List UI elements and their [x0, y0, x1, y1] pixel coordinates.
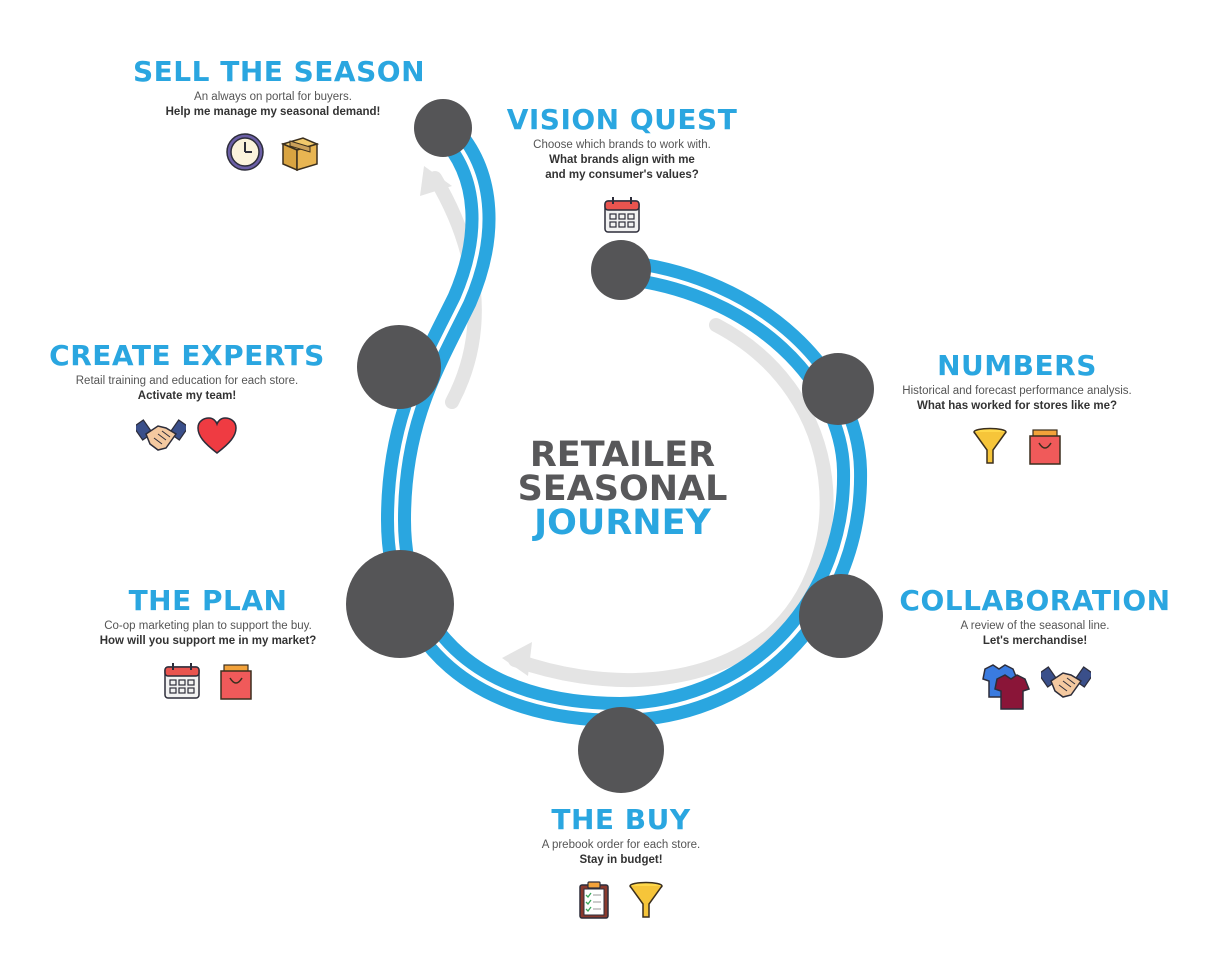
handshake-icon: [136, 419, 186, 451]
stage-title: THE PLAN: [128, 584, 288, 617]
box-icon: [280, 137, 320, 172]
shopping-bag-icon: [220, 664, 252, 700]
stage-title: THE BUY: [551, 803, 691, 836]
stage-description: A review of the seasonal line.: [960, 620, 1110, 632]
stage-question-line1: What brands align with me: [549, 154, 695, 166]
node-collaboration: [799, 574, 883, 658]
gray-arrowhead-bottom: [502, 642, 532, 676]
stage-question: How will you support me in my market?: [99, 635, 317, 647]
funnel-icon: [973, 427, 1007, 464]
stage-title: COLLABORATION: [899, 584, 1171, 617]
node-the-plan: [346, 550, 454, 658]
clock-icon: [226, 133, 264, 171]
gray-arrowhead-top: [420, 166, 452, 196]
calendar-icon: [164, 663, 200, 699]
stage-question: Activate my team!: [137, 390, 237, 402]
tshirts-icon: [982, 664, 1030, 710]
clipboard-icon: [579, 881, 609, 919]
stage-description: Choose which brands to work with.: [533, 139, 711, 151]
node-the-buy: [578, 707, 664, 793]
center-title-line3: JOURNEY: [534, 503, 711, 543]
stage-question: Let's merchandise!: [982, 635, 1088, 647]
stage-the-plan: THE PLAN Co-op marketing plan to support…: [78, 585, 338, 701]
calendar-icon: [604, 197, 640, 233]
stage-vision-quest: VISION QUEST Choose which brands to work…: [492, 104, 752, 235]
stage-title: CREATE EXPERTS: [49, 339, 325, 372]
stage-question: What has worked for stores like me?: [916, 400, 1118, 412]
stage-description: Historical and forecast performance anal…: [902, 385, 1132, 397]
stage-description: Co-op marketing plan to support the buy.: [104, 620, 312, 632]
center-title: RETAILER SEASONAL JOURNEY: [470, 435, 775, 543]
stage-title: SELL THE SEASON: [133, 55, 425, 88]
stage-collaboration: COLLABORATION A review of the seasonal l…: [895, 585, 1175, 713]
node-sell-the-season: [414, 99, 472, 157]
stage-question-line2: and my consumer's values?: [545, 169, 699, 181]
heart-icon: [197, 417, 237, 454]
stage-sell-the-season: SELL THE SEASON An always on portal for …: [133, 55, 425, 172]
node-vision-quest: [591, 240, 651, 300]
stage-description: A prebook order for each store.: [541, 839, 701, 851]
center-title-line1: RETAILER: [529, 435, 716, 475]
handshake-icon: [1041, 666, 1091, 698]
stage-create-experts: CREATE EXPERTS Retail training and educa…: [47, 340, 327, 456]
stage-description: Retail training and education for each s…: [75, 375, 299, 387]
funnel-icon: [629, 881, 663, 918]
stage-question: Help me manage my seasonal demand!: [165, 106, 381, 118]
stage-description: An always on portal for buyers.: [194, 91, 352, 103]
stage-numbers: NUMBERS Historical and forecast performa…: [882, 350, 1152, 466]
shopping-bag-icon: [1029, 429, 1061, 465]
stage-title: VISION QUEST: [506, 103, 738, 136]
node-create-experts: [357, 325, 441, 409]
node-numbers: [802, 353, 874, 425]
stage-title: NUMBERS: [937, 349, 1097, 382]
stage-the-buy: THE BUY A prebook order for each store. …: [491, 804, 751, 920]
stage-question: Stay in budget!: [579, 854, 663, 866]
center-title-line2: SEASONAL: [517, 469, 728, 509]
